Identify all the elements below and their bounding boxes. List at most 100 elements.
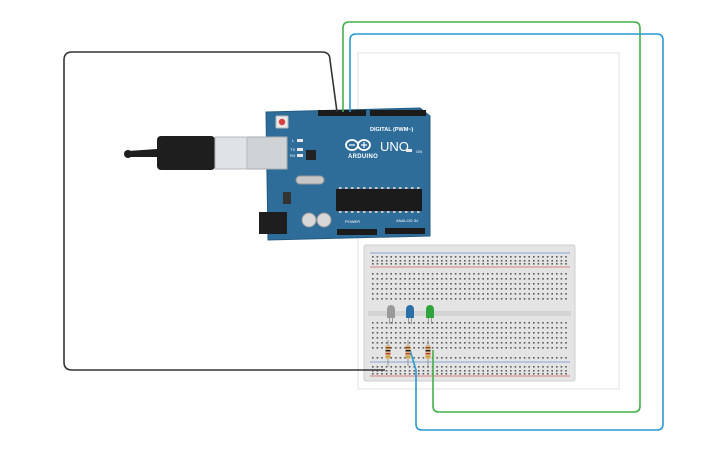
breadboard-hole bbox=[551, 327, 553, 329]
led-blue[interactable] bbox=[406, 305, 414, 318]
breadboard-hole bbox=[491, 260, 494, 262]
breadboard-hole bbox=[482, 332, 484, 334]
led-group[interactable] bbox=[387, 305, 434, 324]
breadboard-hole bbox=[500, 366, 503, 368]
breadboard-hole bbox=[496, 283, 498, 285]
led-green[interactable] bbox=[426, 305, 434, 318]
breadboard-hole bbox=[441, 322, 443, 324]
breadboard-hole bbox=[487, 273, 489, 275]
breadboard-hole bbox=[551, 322, 553, 324]
breadboard-hole bbox=[413, 298, 415, 300]
breadboard-hole bbox=[500, 370, 503, 372]
breadboard-hole bbox=[551, 260, 553, 262]
breadboard-hole bbox=[422, 260, 425, 262]
breadboard-hole bbox=[487, 260, 489, 262]
breadboard-hole bbox=[473, 366, 475, 368]
breadboard-hole bbox=[551, 337, 553, 339]
breadboard-hole bbox=[431, 327, 434, 329]
breadboard-hole bbox=[464, 293, 466, 295]
blue-wire[interactable] bbox=[349, 33, 664, 431]
breadboard-hole bbox=[482, 288, 484, 290]
breadboard-hole bbox=[523, 322, 526, 324]
breadboard-hole bbox=[431, 293, 434, 295]
breadboard-hole bbox=[551, 278, 553, 280]
breadboard-hole bbox=[436, 273, 438, 275]
breadboard-hole bbox=[519, 332, 521, 334]
analog-header[interactable] bbox=[385, 228, 425, 234]
breadboard-hole bbox=[537, 256, 540, 258]
breadboard-hole bbox=[533, 337, 535, 339]
breadboard-hole bbox=[500, 278, 503, 280]
breadboard-hole bbox=[408, 342, 411, 344]
breadboard-hole bbox=[381, 293, 383, 295]
breadboard-hole bbox=[500, 373, 503, 375]
breadboard-hole bbox=[404, 357, 406, 359]
breadboard-hole bbox=[399, 260, 402, 262]
breadboard-hole bbox=[556, 283, 558, 285]
breadboard-hole bbox=[450, 322, 452, 324]
breadboard-hole bbox=[395, 256, 397, 258]
breadboard-hole bbox=[551, 370, 553, 372]
breadboard-hole bbox=[523, 327, 526, 329]
breadboard-hole bbox=[431, 298, 434, 300]
breadboard-hole bbox=[385, 273, 388, 275]
breadboard-hole bbox=[454, 260, 457, 262]
brand-text: ARDUINO bbox=[348, 154, 378, 160]
breadboard-hole bbox=[556, 273, 558, 275]
chip-pin bbox=[363, 187, 366, 189]
breadboard-hole bbox=[551, 373, 553, 375]
breadboard-hole bbox=[482, 293, 484, 295]
resistor[interactable] bbox=[385, 345, 391, 359]
breadboard-hole bbox=[560, 293, 563, 295]
breadboard-hole bbox=[399, 366, 402, 368]
resistor[interactable] bbox=[405, 345, 411, 359]
breadboard-hole bbox=[413, 283, 415, 285]
breadboard-hole bbox=[450, 298, 452, 300]
resistor-group[interactable] bbox=[385, 340, 431, 366]
breadboard-hole bbox=[542, 273, 544, 275]
breadboard-hole bbox=[468, 370, 471, 372]
breadboard-hole bbox=[395, 357, 397, 359]
breadboard-hole bbox=[542, 263, 544, 265]
breadboard-hole bbox=[450, 278, 452, 280]
breadboard-hole bbox=[427, 260, 429, 262]
resistor-band bbox=[425, 356, 431, 358]
breadboard-hole bbox=[528, 347, 530, 349]
usb-cable[interactable] bbox=[124, 136, 248, 170]
ground-wire[interactable] bbox=[63, 51, 385, 371]
breadboard-hole bbox=[385, 293, 388, 295]
digital-header-left[interactable] bbox=[318, 110, 366, 116]
power-jack bbox=[259, 212, 287, 234]
breadboard-hole bbox=[399, 322, 402, 324]
breadboard-hole bbox=[519, 337, 521, 339]
green-wire[interactable] bbox=[342, 21, 641, 413]
breadboard-hole bbox=[445, 327, 448, 329]
usb-plug-metal bbox=[214, 136, 248, 170]
breadboard-hole bbox=[519, 273, 521, 275]
breadboard-hole bbox=[500, 288, 503, 290]
breadboard-hole bbox=[464, 327, 466, 329]
led-gray[interactable] bbox=[387, 305, 395, 318]
breadboard-hole bbox=[450, 332, 452, 334]
breadboard-hole bbox=[422, 332, 425, 334]
breadboard[interactable] bbox=[363, 244, 576, 382]
resistor[interactable] bbox=[425, 345, 431, 359]
breadboard-hole bbox=[510, 283, 512, 285]
breadboard-hole bbox=[491, 342, 494, 344]
arduino-uno-board[interactable]: ARDUINO UNO DIGITAL (PWM~) POWER ANALOG … bbox=[246, 107, 431, 241]
breadboard-hole bbox=[514, 263, 517, 265]
power-header[interactable] bbox=[337, 229, 377, 235]
breadboard-hole bbox=[565, 256, 567, 258]
breadboard-hole bbox=[560, 256, 563, 258]
breadboard-hole bbox=[477, 260, 480, 262]
breadboard-hole bbox=[491, 373, 494, 375]
breadboard-hole bbox=[523, 357, 526, 359]
digital-header-right[interactable] bbox=[370, 110, 426, 116]
breadboard-hole bbox=[376, 366, 379, 368]
breadboard-hole bbox=[491, 273, 494, 275]
breadboard-hole bbox=[565, 332, 567, 334]
breadboard-hole bbox=[556, 288, 558, 290]
breadboard-hole bbox=[468, 322, 471, 324]
breadboard-hole bbox=[408, 327, 411, 329]
